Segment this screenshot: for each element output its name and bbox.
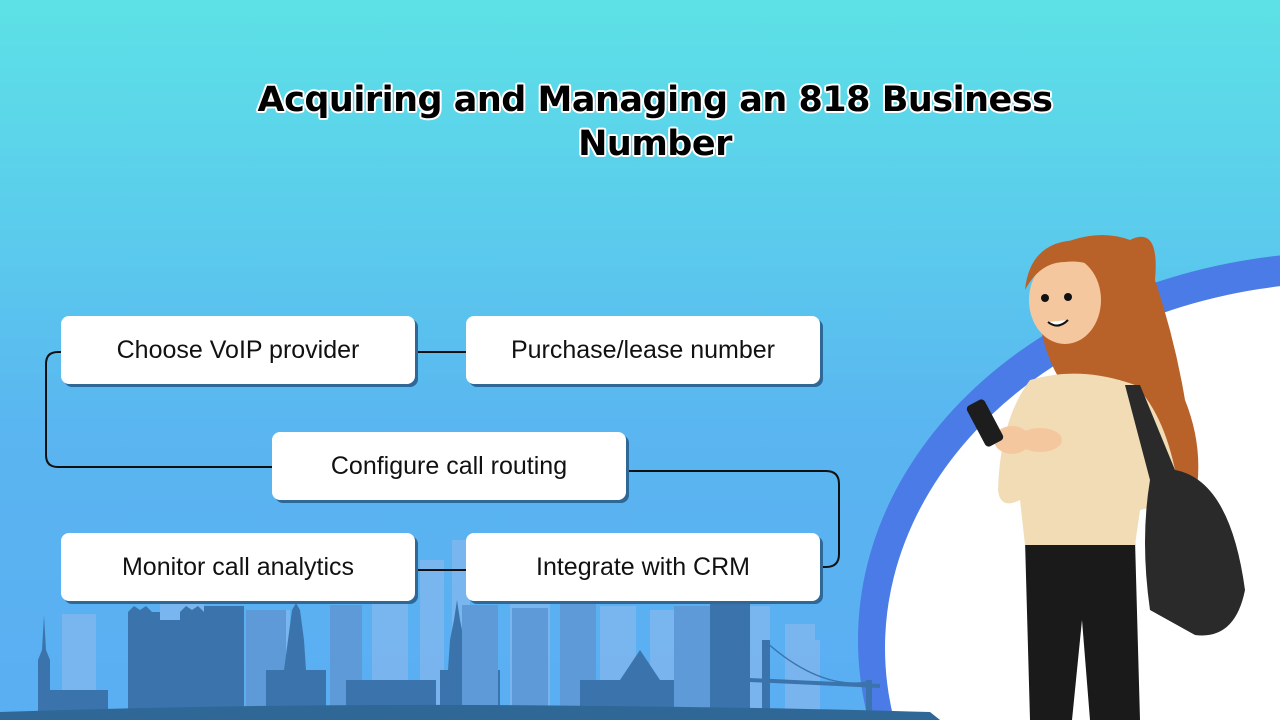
page-title: Acquiring and Managing an 818 Business N… bbox=[240, 78, 1070, 166]
step-label: Purchase/lease number bbox=[510, 335, 776, 364]
step-purchase-lease-number: Purchase/lease number bbox=[466, 316, 820, 384]
city-skyline-icon bbox=[0, 540, 940, 720]
title-line-1: Acquiring and Managing an 818 Business bbox=[257, 80, 1053, 120]
step-configure-call-routing: Configure call routing bbox=[272, 432, 626, 500]
step-label: Monitor call analytics bbox=[121, 552, 355, 581]
step-label: Integrate with CRM bbox=[536, 552, 750, 581]
step-integrate-with-crm: Integrate with CRM bbox=[466, 533, 820, 601]
step-label: Configure call routing bbox=[330, 451, 568, 480]
title-line-2: Number bbox=[578, 124, 732, 164]
step-choose-voip-provider: Choose VoIP provider bbox=[61, 316, 415, 384]
step-label: Choose VoIP provider bbox=[116, 335, 360, 364]
step-monitor-call-analytics: Monitor call analytics bbox=[61, 533, 415, 601]
